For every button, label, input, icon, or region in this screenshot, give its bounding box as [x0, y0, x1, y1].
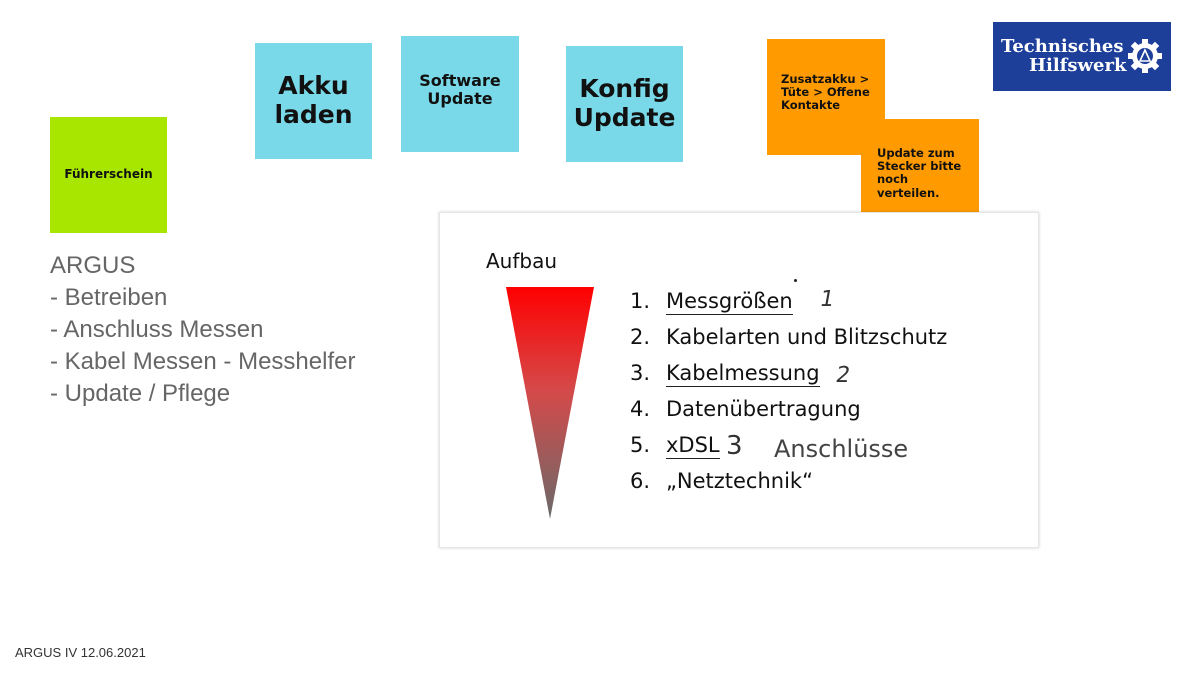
slide-title: Aufbau	[486, 249, 558, 273]
logo-line-2: Hilfswerk	[1029, 54, 1127, 76]
handwritten-mark-1: 1	[817, 287, 837, 312]
agenda-item: 1. Messgrößen	[630, 289, 793, 315]
agenda-number: 3.	[630, 361, 651, 385]
agenda-label: Messgrößen	[666, 289, 793, 315]
agenda-item: 4. Datenübertragung	[630, 397, 861, 421]
note-line: Stecker bitte	[877, 159, 962, 174]
sticky-note-akku-laden: Akku laden	[255, 43, 372, 159]
gear-emblem-icon	[1128, 39, 1162, 73]
argus-item: - Update / Pflege	[50, 380, 231, 407]
cursor-dot	[794, 279, 797, 282]
sticky-note-software-update: Software Update	[401, 36, 519, 152]
agenda-label: Kabelmessung	[666, 361, 820, 387]
agenda-label: Datenübertragung	[666, 397, 861, 421]
argus-item: - Kabel Messen - Messhelfer	[50, 348, 356, 375]
argus-heading: ARGUS	[50, 252, 136, 279]
embedded-slide: Aufbau 1. Messgrößen 2. Kabelarten und Bli…	[439, 212, 1039, 548]
handwritten-mark-3: 3	[726, 431, 743, 461]
note-line: Konfig	[579, 74, 670, 104]
sticky-note-zusatzakku: Zusatzakku > Tüte > Offene Kontakte	[767, 39, 885, 155]
agenda-label: Kabelarten und Blitzschutz	[666, 325, 948, 349]
sticky-note-konfig-update: Konfig Update	[566, 46, 683, 162]
sticky-note-fuehrerschein: Führerschein	[50, 117, 167, 233]
agenda-label: xDSL	[666, 433, 720, 459]
agenda-item: 6. „Netztechnik“	[630, 469, 813, 493]
note-line: Software	[419, 71, 501, 90]
note-line: verteilen.	[877, 185, 940, 200]
agenda-item: 2. Kabelarten und Blitzschutz	[630, 325, 947, 349]
note-line: noch	[877, 172, 909, 187]
agenda-number: 2.	[630, 325, 651, 349]
agenda-item: 5. xDSL	[630, 433, 720, 459]
note-line: Update	[427, 89, 493, 109]
argus-item: - Betreiben	[50, 284, 168, 311]
handwritten-anschluesse: Anschlüsse	[774, 435, 909, 463]
agenda-number: 4.	[630, 397, 651, 421]
agenda-label: „Netztechnik“	[666, 469, 813, 493]
note-line: Zusatzakku >	[781, 72, 870, 86]
note-line: laden	[274, 100, 353, 129]
argus-topic-list: ARGUS - Betreiben - Anschluss Messen - K…	[50, 250, 355, 410]
note-line: Kontakte	[781, 98, 840, 113]
funnel-triangle-graphic	[506, 287, 594, 519]
footer-text: ARGUS IV 12.06.2021	[15, 645, 146, 660]
note-line: Akku	[278, 71, 349, 101]
agenda-number: 6.	[630, 469, 651, 493]
note-line: Update	[573, 103, 676, 132]
agenda-number: 5.	[630, 433, 651, 457]
thw-logo: Technisches Hilfswerk	[993, 22, 1171, 91]
note-line: Update zum	[877, 146, 955, 160]
handwritten-mark-2: 2	[833, 363, 853, 388]
note-line: Tüte > Offene	[781, 85, 870, 100]
logo-line-1: Technisches	[1001, 35, 1124, 57]
agenda-number: 1.	[630, 289, 651, 313]
argus-item: - Anschluss Messen	[50, 316, 264, 343]
agenda-item: 3. Kabelmessung	[630, 361, 820, 387]
note-text: Führerschein	[64, 167, 153, 182]
